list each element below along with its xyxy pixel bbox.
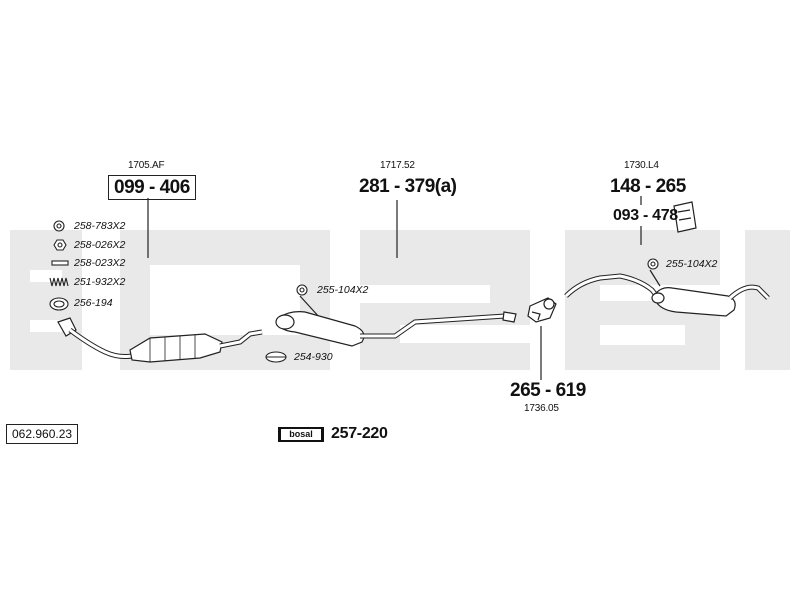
fitting-label-gasket[interactable]: 256-194: [74, 297, 113, 309]
part-number-kit[interactable]: 257-220: [331, 425, 388, 442]
spring-icon: [49, 277, 69, 287]
bolt-icon: [51, 260, 69, 266]
clamp-icon: [265, 351, 287, 363]
part-number-front-pipe[interactable]: 099 - 406: [108, 175, 196, 200]
catalytic-converter-assembly: [57, 317, 263, 363]
ref-label-middle: 1717.52: [380, 160, 415, 171]
clamp-label[interactable]: 254-930: [294, 351, 333, 363]
nut-icon: [53, 220, 65, 232]
leader-line-hanger-middle: [299, 295, 321, 319]
fitting-label-spring[interactable]: 251-932X2: [74, 276, 126, 288]
mounting-bracket-icon: [673, 201, 697, 233]
rubber-hanger-icon: [296, 284, 308, 296]
part-number-middle-silencer[interactable]: 281 - 379(a): [359, 176, 457, 197]
bosal-badge-icon: bosal: [278, 427, 324, 442]
rubber-hanger-icon: [647, 258, 659, 270]
part-number-clamp[interactable]: 265 - 619: [510, 380, 586, 401]
figure-number: 062.960.23: [6, 424, 79, 444]
ref-label-rear: 1730.L4: [624, 160, 659, 171]
hanger-label-rear[interactable]: 255-104X2: [666, 258, 718, 270]
hanger-label-middle[interactable]: 255-104X2: [317, 284, 369, 296]
part-number-mounting-bracket[interactable]: 093 - 478: [613, 207, 678, 224]
bosal-badge-text: bosal: [281, 429, 321, 440]
fitting-label-bolt[interactable]: 258-023X2: [74, 257, 126, 269]
fitting-label-hex-nut[interactable]: 258-026X2: [74, 239, 126, 251]
exhaust-clamp: [527, 297, 557, 323]
fitting-label-nut[interactable]: 258-783X2: [74, 220, 126, 232]
gasket-ring-icon: [49, 297, 69, 311]
middle-silencer-assembly: [275, 311, 517, 347]
leader-line-hanger-rear: [649, 269, 661, 287]
rear-silencer-assembly: [564, 273, 770, 317]
ref-label-front: 1705.AF: [128, 160, 165, 171]
hex-nut-icon: [53, 239, 67, 251]
ref-label-clamp: 1736.05: [524, 403, 559, 414]
part-number-rear-silencer[interactable]: 148 - 265: [610, 176, 686, 197]
